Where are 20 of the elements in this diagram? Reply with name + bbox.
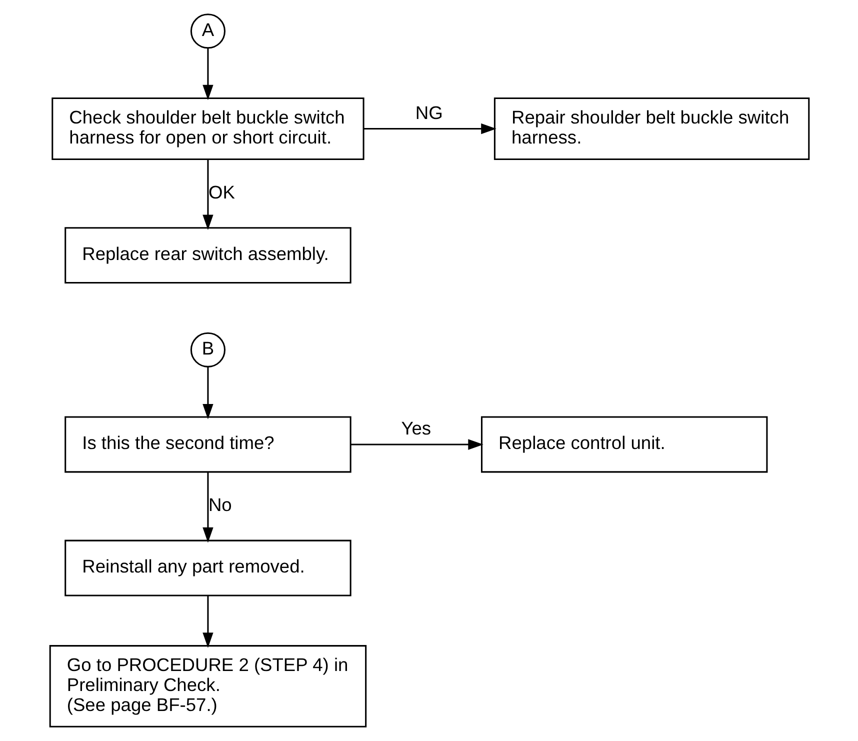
node-box: Check shoulder belt buckle switch harness for open or short circuit.: [51, 97, 364, 160]
arrow: [202, 48, 213, 100]
edge-label: NG: [414, 102, 442, 123]
node-box: Is this the second time?: [64, 416, 351, 473]
node-circle: A: [190, 14, 225, 49]
edge-label: OK: [208, 181, 234, 202]
arrow: [202, 596, 213, 648]
arrow: [363, 123, 496, 134]
edge-label: Yes: [400, 418, 431, 439]
node-box: Replace rear switch assembly.: [64, 227, 351, 284]
node-box: Repair shoulder belt buckle switch harness.: [493, 97, 810, 160]
arrow: [202, 160, 213, 230]
edge-label: No: [208, 494, 232, 515]
node-box: Replace control unit.: [480, 416, 768, 473]
arrow: [202, 472, 213, 543]
node-circle: B: [190, 332, 225, 368]
arrow: [350, 439, 483, 450]
node-box: Reinstall any part removed.: [64, 540, 351, 596]
arrow: [202, 366, 213, 420]
node-box: Go to PROCEDURE 2 (STEP 4) in Preliminary Check. (See page BF-57.): [48, 645, 366, 728]
